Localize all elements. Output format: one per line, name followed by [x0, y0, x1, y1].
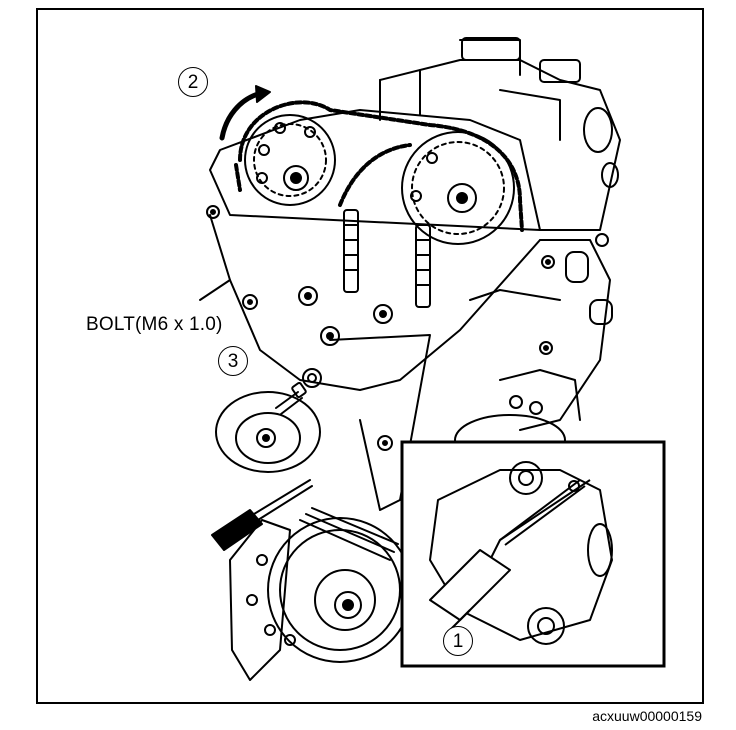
tensioner-pulley: [215, 368, 322, 473]
camshaft-sprocket-left: [244, 114, 336, 206]
figure-code: acxuuw00000159: [592, 708, 702, 724]
callout-1: 1: [443, 626, 473, 656]
front-cover: [229, 519, 296, 681]
camshaft-sprocket-right: [401, 131, 515, 245]
chain-guide-studs: [343, 209, 431, 308]
callout-2: 2: [178, 67, 208, 97]
rotation-arrow: [219, 85, 271, 141]
cylinder-head: [209, 37, 621, 231]
callout-3: 3: [218, 346, 248, 376]
callout-2-number: 2: [187, 71, 199, 93]
block-bolts: [206, 205, 609, 451]
callout-3-number: 3: [227, 350, 239, 372]
engine-block: [199, 214, 613, 511]
bolt-label: BOLT(M6 x 1.0): [86, 314, 223, 335]
figure-frame: [36, 8, 704, 704]
screwdriver-tool: [211, 479, 313, 551]
detail-inset: [400, 440, 666, 668]
bolt: [275, 382, 307, 415]
timing-chain: [234, 100, 524, 232]
callout-1-number: 1: [452, 630, 464, 652]
